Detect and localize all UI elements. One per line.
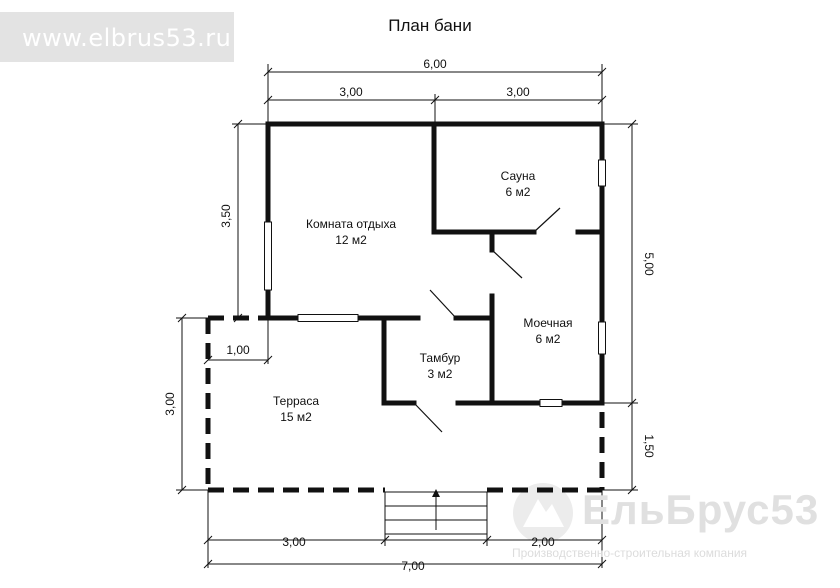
dimension-lines xyxy=(176,64,638,569)
window-wash-bottom xyxy=(539,399,563,407)
window-rest-left xyxy=(264,221,272,291)
dim-bottom-total: 7,00 xyxy=(401,559,425,573)
window-rest-bottom xyxy=(297,314,359,322)
room-terrace-name: Терраса xyxy=(273,394,319,408)
walls xyxy=(265,121,605,406)
dim-bottom-right: 2,00 xyxy=(531,535,555,549)
dim-top-right: 3,00 xyxy=(506,85,530,99)
room-rest-area: 12 м2 xyxy=(335,233,367,247)
window-sauna xyxy=(598,159,606,187)
room-wash-area: 6 м2 xyxy=(536,332,561,346)
brand-name: ЕльБрус53 xyxy=(582,486,820,533)
terrace-boundary xyxy=(205,315,605,493)
room-tambur-name: Тамбур xyxy=(420,351,461,365)
watermark-url: www.elbrus53.ru xyxy=(22,24,232,52)
dim-top-left: 3,00 xyxy=(339,85,363,99)
dim-offset: 1,00 xyxy=(226,343,250,357)
dim-left-upper: 3,50 xyxy=(219,204,233,228)
entrance-arrow-icon xyxy=(432,489,440,530)
dim-top-total: 6,00 xyxy=(423,57,447,71)
dim-right-upper: 5,00 xyxy=(642,252,656,276)
dim-left-lower: 3,00 xyxy=(163,392,177,416)
dim-bottom-left: 3,00 xyxy=(282,535,306,549)
brand-subtitle: Производственно-строительная компания xyxy=(512,546,748,560)
plan-title: План бани xyxy=(388,16,472,35)
room-rest-name: Комната отдыха xyxy=(306,217,396,231)
dim-right-lower: 1,50 xyxy=(642,434,656,458)
brand-logo-icon xyxy=(513,483,573,543)
watermark-box xyxy=(0,12,234,62)
room-terrace-area: 15 м2 xyxy=(280,410,312,424)
room-sauna-name: Сауна xyxy=(501,169,536,183)
room-wash-name: Моечная xyxy=(523,316,572,330)
door-swings xyxy=(413,207,561,433)
windows xyxy=(264,159,606,407)
room-sauna-area: 6 м2 xyxy=(506,185,531,199)
window-wash xyxy=(598,321,606,355)
room-tambur-area: 3 м2 xyxy=(428,367,453,381)
